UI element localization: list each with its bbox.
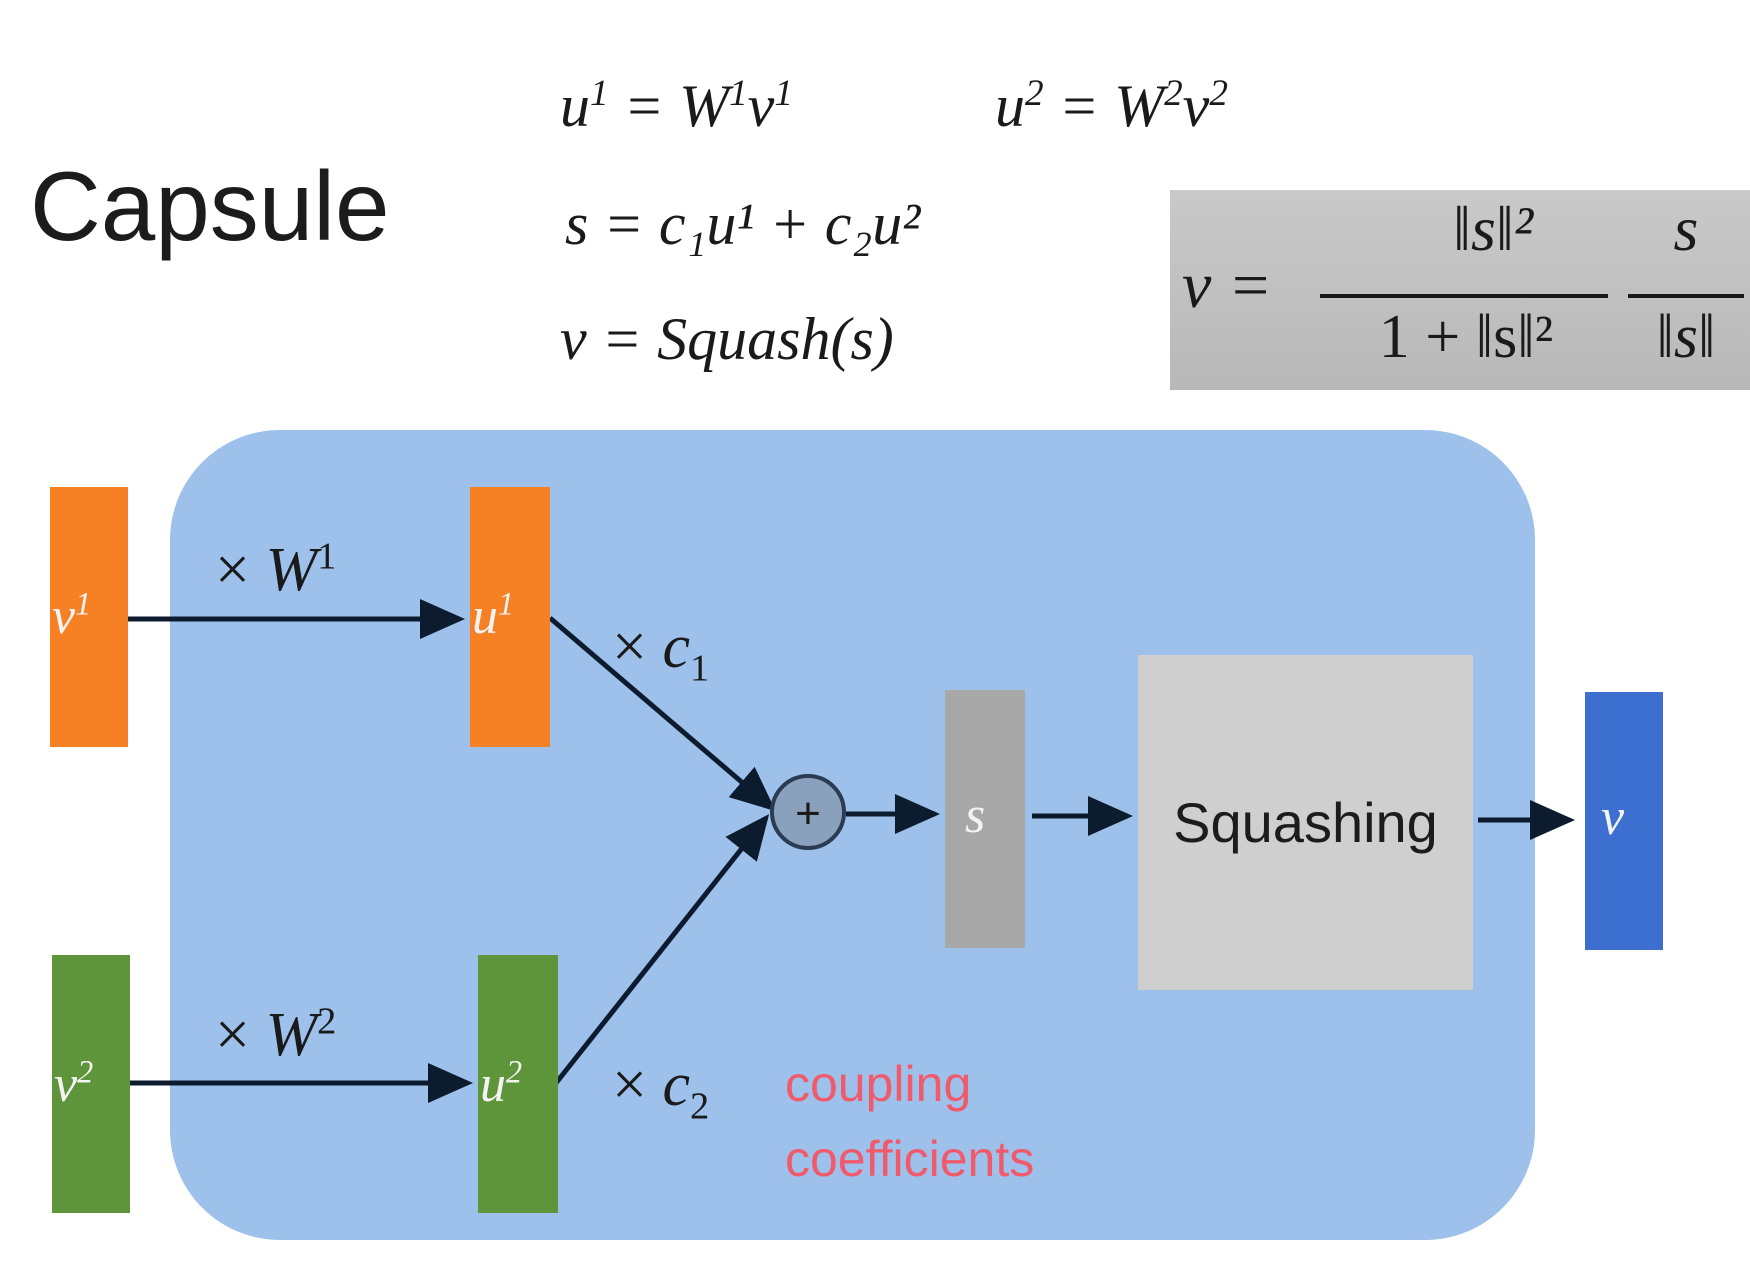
formula-denominator-2: ‖s‖ <box>1656 303 1716 371</box>
arrow-u1-to-sum <box>548 616 776 812</box>
formula-lhs: v = <box>1182 249 1273 322</box>
vector-v2-label: v2 <box>54 1053 94 1113</box>
vector-u2: u2 <box>478 955 558 1213</box>
sum-node <box>770 774 846 850</box>
squashing-label: Squashing <box>1173 791 1438 854</box>
slide-title: Capsule <box>30 151 390 261</box>
coupling-note-line2: coefficients <box>785 1131 1035 1187</box>
weight-w2-label: × W2 <box>215 1000 337 1069</box>
weight-w1-label: × W1 <box>215 535 337 604</box>
formula-numerator-1: ‖s‖² <box>1452 193 1534 264</box>
fraction-bar-2 <box>1628 294 1744 298</box>
coupling-note-line1: coupling <box>785 1056 972 1112</box>
coupling-c1-label: × c1 <box>612 613 710 690</box>
vector-v1-label: v1 <box>52 585 92 645</box>
vector-v-output: v <box>1585 692 1663 950</box>
equation-s: s = c₁u¹ + c₂u² <box>565 191 921 257</box>
arrow-u2-to-sum <box>554 814 770 1085</box>
equation-v-squash: v = Squash(s) <box>560 306 894 372</box>
plus-sign: + <box>795 789 821 838</box>
formula-numerator-2: s <box>1673 193 1699 264</box>
vector-s: s <box>945 690 1025 948</box>
vector-s-label: s <box>965 787 986 844</box>
vector-u1: u1 <box>470 487 550 747</box>
coupling-c2-label: × c2 <box>612 1051 710 1128</box>
equation-u1: u1 = W1v1 <box>560 73 793 139</box>
vector-v2: v2 <box>52 955 130 1213</box>
equation-u2: u2 = W2v2 <box>995 73 1228 139</box>
vector-u1-label: u1 <box>472 585 515 645</box>
squashing-block <box>1138 655 1473 990</box>
vector-v1: v1 <box>50 487 128 747</box>
formula-denominator-1: 1 + ‖s‖² <box>1378 303 1554 371</box>
vector-v-output-label: v <box>1601 789 1625 846</box>
squash-formula-box: v = ‖s‖² 1 + ‖s‖² s ‖s‖ <box>1170 190 1750 390</box>
vector-u2-label: u2 <box>480 1053 523 1113</box>
fraction-bar-1 <box>1320 294 1608 298</box>
